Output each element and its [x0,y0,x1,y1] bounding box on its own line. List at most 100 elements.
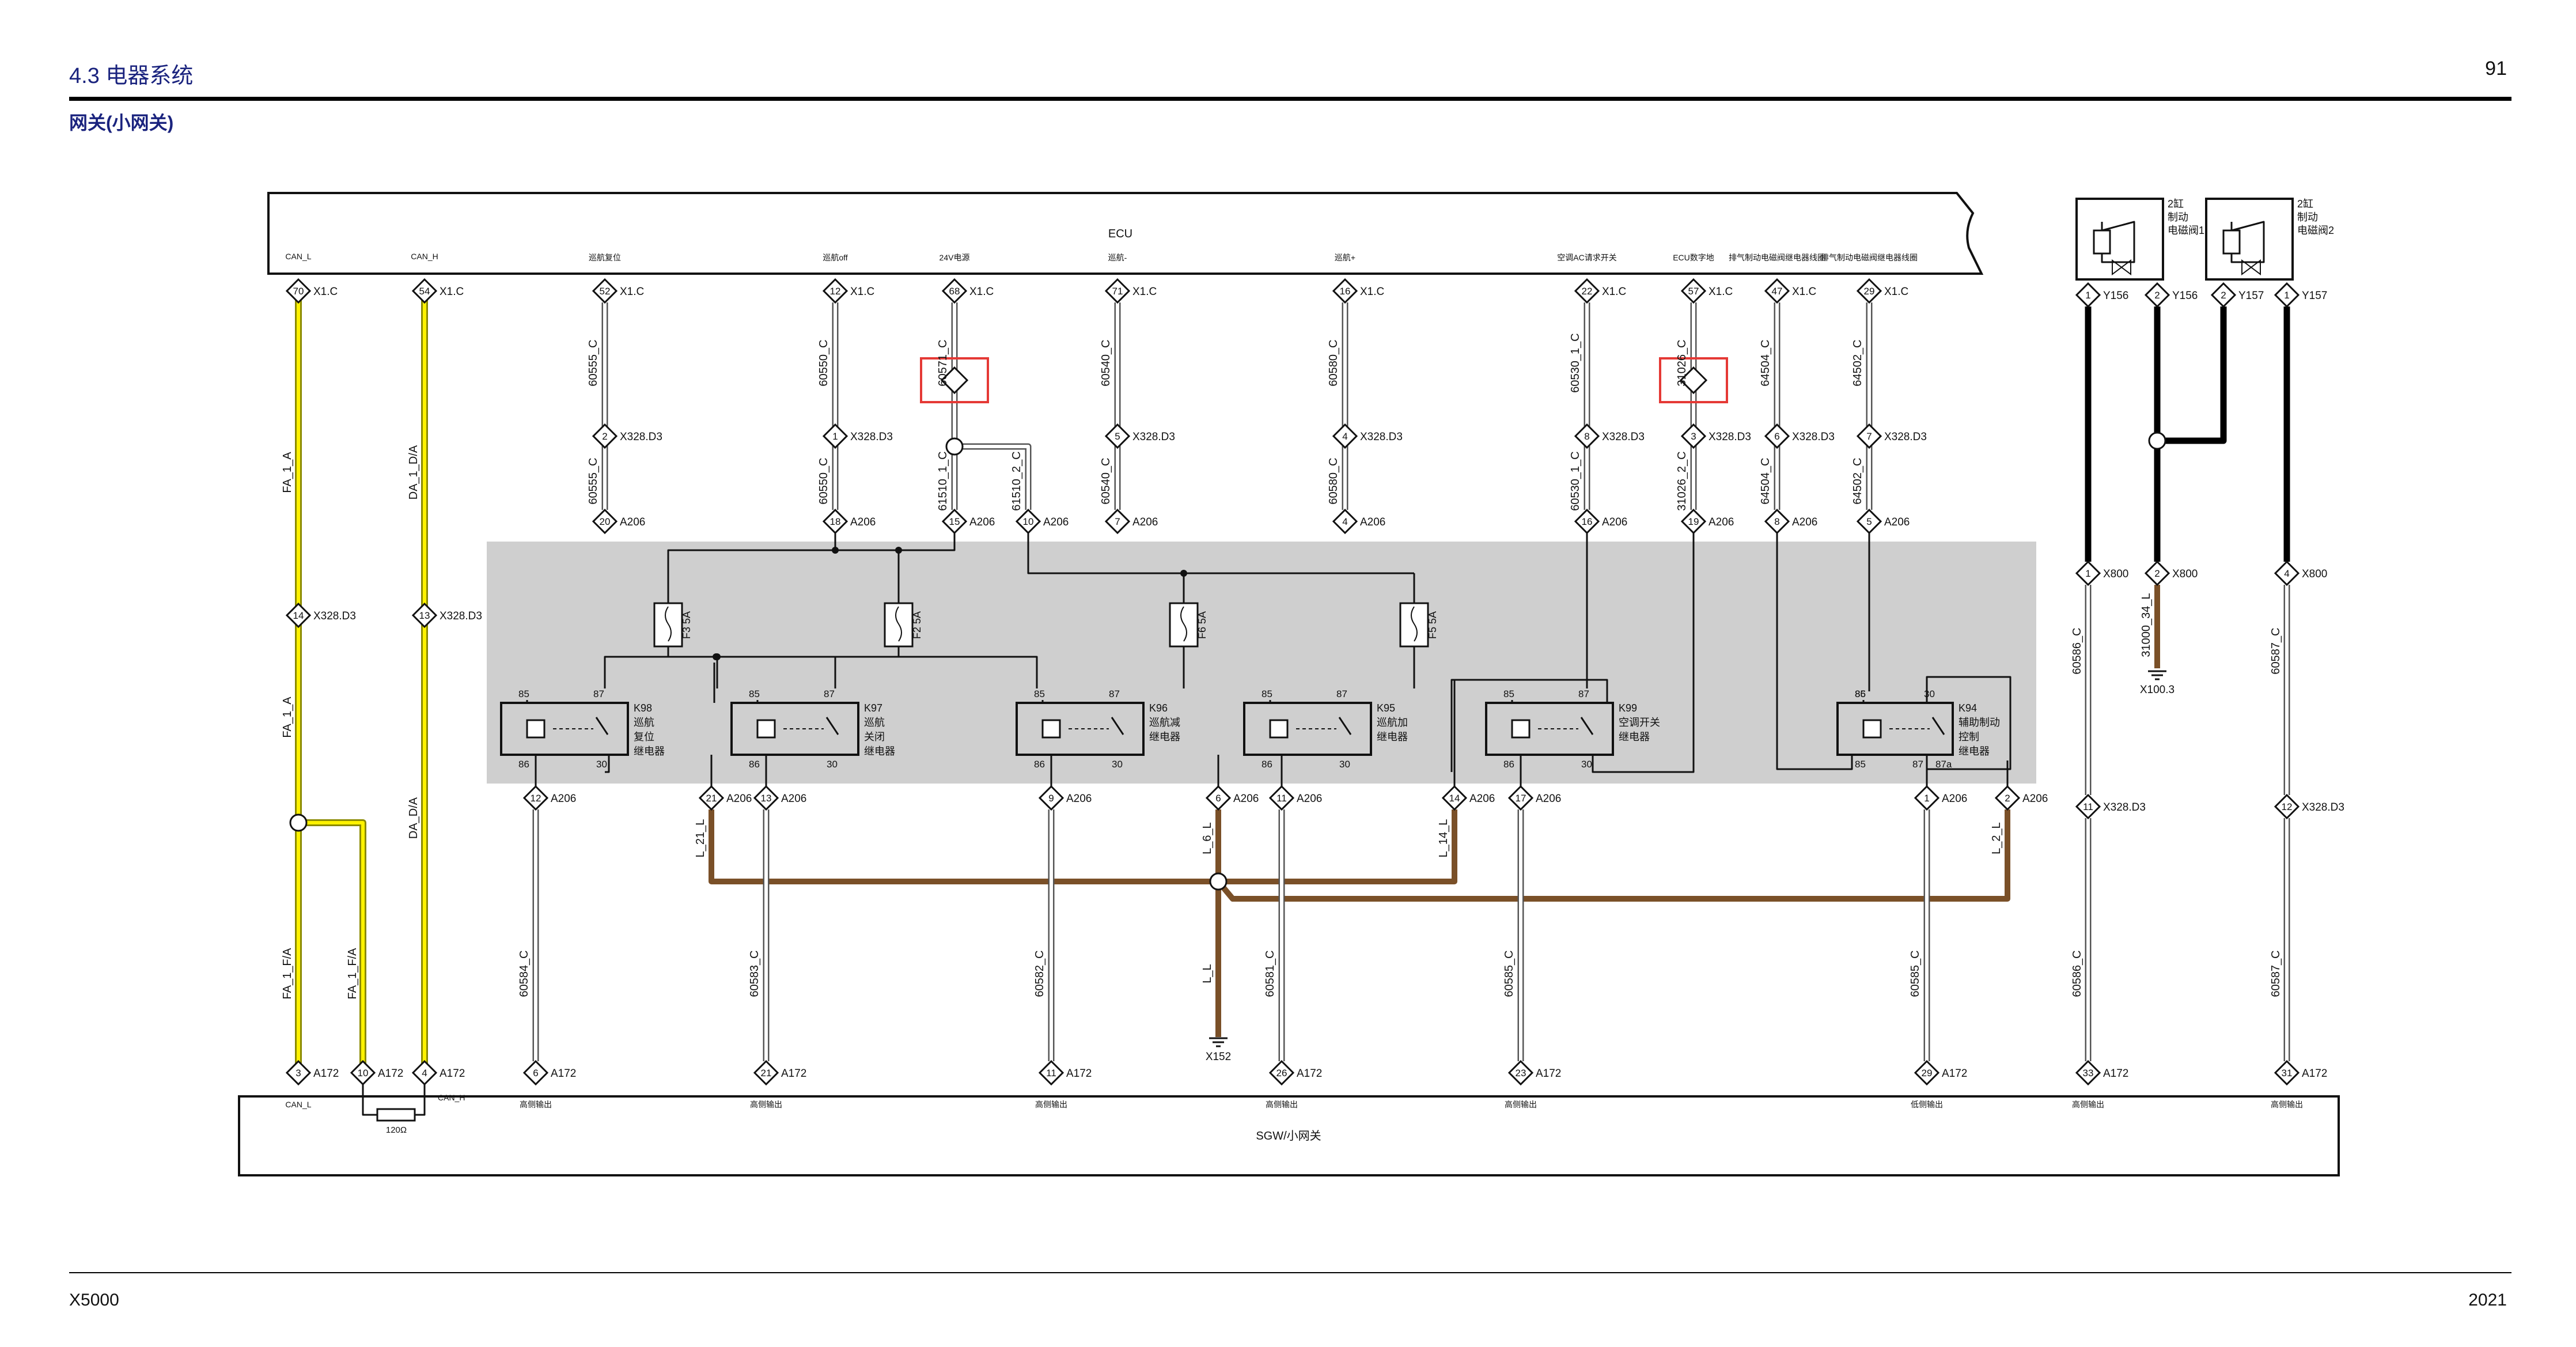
pin-function-label: 高侧输出 [2271,1100,2303,1109]
connector-pin [285,602,312,629]
relay-name: K95 [1377,702,1395,714]
wire-label: 60530_1_C [1569,451,1582,510]
connector-label: A206 [1469,793,1495,805]
relay-name: K99 [1619,702,1637,714]
pin-number: 12 [830,286,841,297]
pin-number: 13 [419,610,430,621]
pin-number: 2 [2154,290,2160,301]
pin-number: 12 [531,793,541,804]
relay-coil-icon [756,719,776,739]
power-bus [1027,533,1414,574]
connector-label: X328.D3 [1132,431,1175,443]
connector-pin [411,1060,438,1086]
can-low-branch-wire [298,819,366,1073]
connector-pin [2274,560,2300,587]
wire-label: 60550_C [817,457,830,504]
connector-label: A172 [1297,1068,1322,1080]
relay-coil-icon [1041,719,1061,739]
relay-pin-label: 30 [1924,688,1935,699]
header-rule [69,97,2511,101]
relay-name: 巡航 [864,717,885,728]
connector-label: A206 [2022,793,2048,805]
connector-pin [941,508,968,535]
connector-label: X1.C [620,286,644,298]
pin-number: 16 [1582,516,1593,527]
connector-pin [1856,508,1882,535]
pin-number: 14 [293,610,304,621]
footer-model: X5000 [69,1291,119,1310]
ground-wire [709,809,1457,884]
pin-number: 3 [1691,431,1696,442]
pin-number: 13 [761,793,772,804]
wire-label: 60586_C [2071,950,2083,997]
connector-label: X328.D3 [1709,431,1751,443]
fuse-label: F6 5A [1196,611,1208,639]
highlight-box [1659,357,1728,403]
pin-function-label: 高侧输出 [1505,1100,1537,1109]
relay-supply [716,656,1038,688]
pin-function-label: 高侧输出 [520,1100,552,1109]
relay-name: 空调开关 [1619,717,1660,728]
connector-label: A172 [313,1068,339,1080]
relay-name: 辅助制动 [1958,717,2000,728]
valve-label: 2缸 [2168,198,2184,210]
relay-switch-icon [1931,717,1945,735]
relay-name: 继电器 [864,746,895,757]
junction-dot [1180,570,1187,577]
connector-label: X800 [2103,568,2128,580]
connector-label: X328.D3 [2103,801,2146,814]
relay-pin-label: 86 [1034,759,1045,770]
junction-dot [832,547,839,554]
connector-pin [1104,278,1131,304]
connector-pin [1268,785,1295,811]
wire-label: 31026_2_C [1676,451,1688,510]
wire-label: L_14_L [1437,819,1450,858]
pin-function-label: 高侧输出 [2072,1100,2104,1109]
connector-label: X800 [2302,568,2327,580]
pin-function-label: 巡航off [823,253,847,262]
connector-pin [753,1060,779,1086]
connector-pin [1994,785,2021,811]
pin-number: 22 [1582,286,1593,297]
connector-pin [2075,793,2101,820]
pin-function-label: 排气制动电磁阀继电器线圈 [1729,253,1825,262]
connector-pin [1574,508,1600,535]
relay [1243,702,1372,756]
fuse-label: F2 5A [911,611,923,639]
solenoid-wiring [2230,221,2265,263]
wire-label: 64502_C [1851,457,1864,504]
pin-function-label: 高侧输出 [1035,1100,1067,1109]
pin-number: 18 [830,516,841,527]
connector-label: A172 [378,1068,403,1080]
connector-label: A172 [440,1068,465,1080]
connector-pin [2144,282,2170,308]
resistor-value: 120Ω [386,1125,407,1135]
pin-number: 8 [1584,431,1589,442]
pin-number: 11 [1276,793,1287,804]
valve-icon [2250,259,2261,275]
wire-label: 60582_C [1033,950,1046,997]
wire-label: 60580_C [1327,457,1340,504]
pin-number: 14 [1449,793,1460,804]
wire-label: L_21_L [694,819,707,858]
connector-pin [2274,793,2300,820]
relay-pin-label: 30 [596,759,607,770]
wire-label: FA_1_F/A [281,948,294,1000]
relay-name: 巡航减 [1149,717,1180,728]
pin-number: 47 [1772,286,1783,297]
fuse-element [665,606,672,642]
pin-number: 4 [1342,431,1347,442]
ground-label: X152 [1206,1051,1231,1063]
solenoid-valve [2205,198,2294,281]
connector-label: A172 [551,1068,576,1080]
relay-name: 复位 [634,731,654,743]
relay-name: 继电器 [634,746,665,757]
connector-label: A206 [1942,793,1967,805]
pin-function-label: 巡航+ [1335,253,1355,262]
connector-pin [1574,423,1600,449]
connector-pin [592,278,618,304]
relay-name: 巡航 [634,717,654,728]
relay-pin-label: 87 [1578,688,1589,699]
pin-number: 2 [602,431,607,442]
relay-pin-label: 30 [827,759,838,770]
